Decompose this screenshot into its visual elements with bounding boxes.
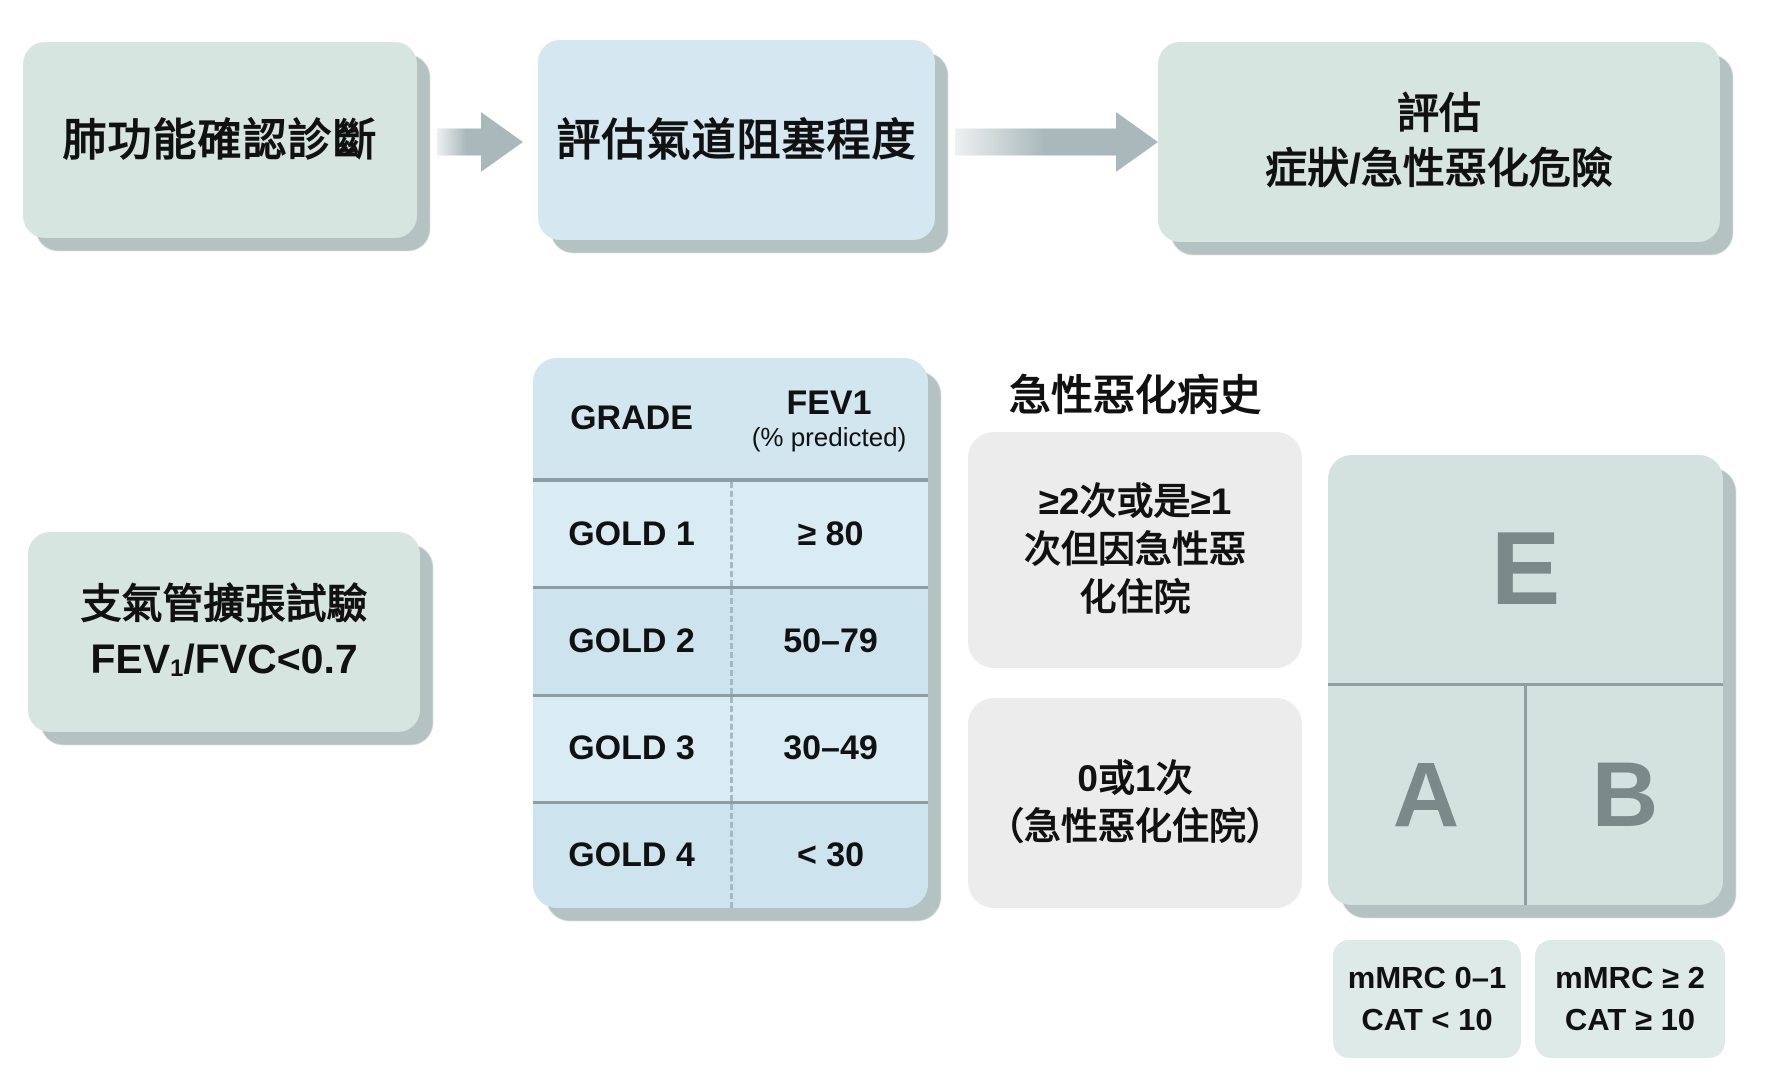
mmrc-cat-low-box: mMRC 0–1 CAT < 10 (1333, 940, 1521, 1058)
step-airflow-obstruction-box: 評估氣道阻塞程度 (538, 40, 935, 240)
group-b-label: B (1591, 744, 1659, 846)
value-cell: 30–49 (730, 696, 928, 801)
step-lung-function-label: 肺功能確認診斷 (62, 115, 378, 165)
fev-fvc-criterion: FEV1/FVC<0.7 (90, 636, 358, 682)
exacerbation-low-risk-box: 0或1次 （急性惡化住院） (968, 698, 1302, 908)
step-lung-function-box: 肺功能確認診斷 (23, 42, 417, 238)
group-e-label: E (1490, 510, 1561, 627)
flow-arrow-2-icon (955, 112, 1158, 172)
low-risk-line2: （急性惡化住院） (987, 806, 1283, 847)
table-row: GOLD 4 < 30 (533, 800, 928, 908)
high-risk-line3: 化住院 (1079, 577, 1191, 619)
arrow-head (481, 112, 523, 172)
high-risk-line2: 次但因急性惡 (1024, 528, 1246, 570)
step-airflow-obstruction-label: 評估氣道阻塞程度 (556, 115, 917, 165)
exacerbation-history-heading: 急性惡化病史 (1008, 372, 1261, 419)
header-fev1-cell: FEV1 (% predicted) (730, 358, 928, 478)
header-fev1-unit: (% predicted) (751, 421, 907, 452)
group-ab-row: A B (1328, 686, 1723, 905)
arrow-head (1116, 112, 1158, 172)
exacerbation-high-risk-box: ≥2次或是≥1 次但因急性惡 化住院 (968, 432, 1302, 668)
group-e-cell: E (1328, 455, 1723, 686)
group-a-cell: A (1328, 686, 1524, 905)
grade-cell: GOLD 1 (568, 514, 695, 553)
fev-subscript: 1 (170, 654, 184, 682)
group-b-cell: B (1524, 686, 1723, 905)
abe-group-matrix: E A B (1328, 455, 1723, 905)
mmrc-high-line: mMRC ≥ 2 (1555, 960, 1705, 996)
grade-cell: GOLD 3 (568, 729, 695, 768)
grade-cell: GOLD 4 (568, 836, 695, 875)
step-symptom-risk-label-line2: 症狀/急性惡化危險 (1265, 145, 1613, 192)
table-row: GOLD 2 50–79 (533, 586, 928, 694)
bronchodilator-test-box: 支氣管擴張試驗 FEV1/FVC<0.7 (28, 532, 420, 732)
flow-arrow-1-icon (437, 112, 523, 172)
value-cell: ≥ 80 (730, 482, 928, 587)
grade-cell: GOLD 2 (568, 621, 695, 660)
low-risk-line1: 0或1次 (1077, 757, 1193, 799)
mmrc-low-line: mMRC 0–1 (1347, 960, 1507, 996)
cat-high-line: CAT ≥ 10 (1564, 1002, 1696, 1037)
bronchodilator-test-label: 支氣管擴張試驗 (80, 580, 368, 627)
step-symptom-risk-label-line1: 評估 (1396, 90, 1481, 138)
header-grade-cell: GRADE (570, 398, 693, 437)
arrow-shaft (955, 128, 1120, 156)
header-fev1-title: FEV1 (786, 383, 872, 422)
step-symptom-risk-box: 評估 症狀/急性惡化危險 (1158, 42, 1720, 242)
table-row: GOLD 3 30–49 (533, 693, 928, 801)
gold-grade-table: GRADE FEV1 (% predicted) GOLD 1 ≥ 80 GOL… (533, 358, 928, 908)
mmrc-cat-high-box: mMRC ≥ 2 CAT ≥ 10 (1535, 940, 1725, 1058)
value-cell: 50–79 (730, 589, 928, 694)
cat-low-line: CAT < 10 (1361, 1002, 1493, 1037)
table-header-row: GRADE FEV1 (% predicted) (533, 358, 928, 482)
group-a-label: A (1392, 744, 1460, 846)
value-cell: < 30 (730, 803, 928, 908)
table-row: GOLD 1 ≥ 80 (533, 482, 928, 587)
high-risk-line1: ≥2次或是≥1 (1038, 480, 1232, 522)
